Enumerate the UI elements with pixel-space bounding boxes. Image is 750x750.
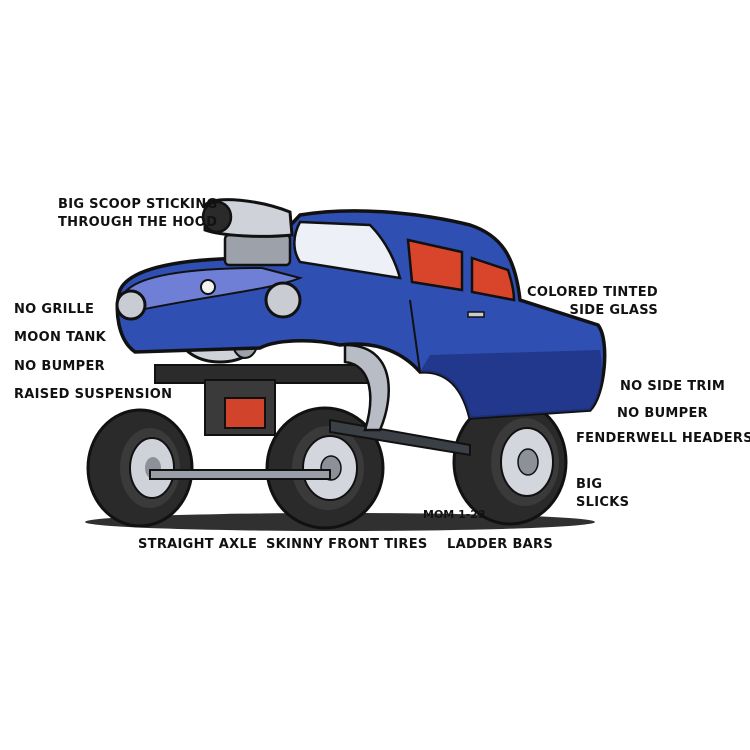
label-no-side-trim: NO SIDE TRIM: [620, 379, 726, 394]
label-no-grille: NO GRILLE: [14, 302, 95, 317]
label-line: SIDE GLASS: [569, 303, 658, 318]
straight-axle: [149, 469, 331, 480]
label-line: COLORED TINTED: [527, 285, 658, 300]
label-moon-tank: MOON TANK: [14, 330, 107, 345]
body-shade: [420, 350, 602, 418]
artist-signature: MOM 1-23: [423, 508, 486, 521]
fenderwell-headers: [343, 343, 390, 432]
label-fenderwell-headers: FENDERWELL HEADERS: [576, 431, 750, 446]
rear-slick-tire: [452, 398, 568, 526]
label-line: BIG: [576, 477, 603, 492]
label-straight-axle: STRAIGHT AXLE: [138, 537, 258, 552]
door-line: [409, 299, 421, 373]
headlight-left: [115, 289, 147, 321]
label-line: SLICKS: [576, 495, 630, 510]
label-raised-suspension: RAISED SUSPENSION: [14, 387, 173, 402]
label-big-scoop: BIG SCOOP STICKING THROUGH THE HOOD: [58, 196, 217, 232]
hood-emblem: [200, 279, 216, 295]
label-no-bumper-rear: NO BUMPER: [617, 406, 708, 421]
side-glass-front: [406, 238, 464, 292]
headlight-right: [264, 281, 302, 319]
label-skinny-front-tires: SKINNY FRONT TIRES: [266, 537, 428, 552]
door-handle: [467, 311, 485, 318]
label-line: BIG SCOOP STICKING: [58, 197, 218, 212]
side-glass-rear: [470, 256, 516, 302]
blower: [223, 233, 292, 267]
label-line: THROUGH THE HOOD: [58, 215, 218, 230]
label-no-bumper-front: NO BUMPER: [14, 359, 105, 374]
windshield: [293, 220, 402, 280]
engine-red-part: [224, 397, 266, 429]
label-big-slicks: BIG SLICKS: [576, 476, 629, 512]
scoop-opening: [201, 200, 233, 234]
label-colored-glass: COLORED TINTED SIDE GLASS: [527, 284, 658, 320]
front-left-tire: [86, 408, 194, 528]
label-ladder-bars: LADDER BARS: [447, 537, 553, 552]
